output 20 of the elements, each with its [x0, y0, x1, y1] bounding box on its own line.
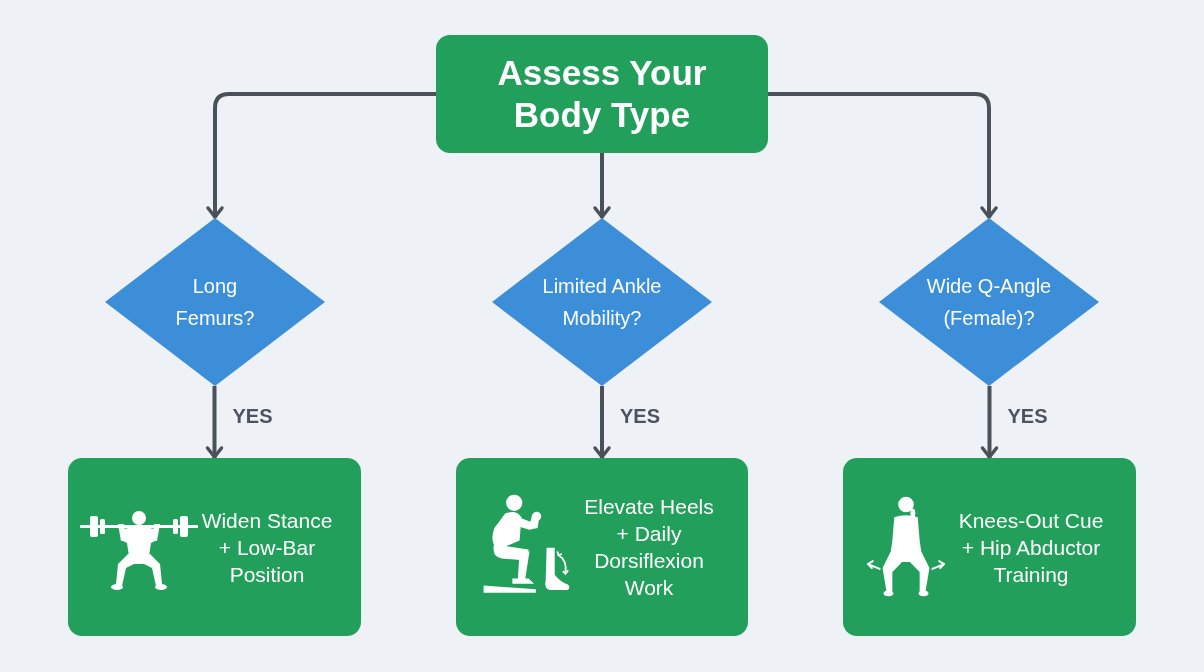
action-box	[456, 458, 748, 636]
decision-diamond	[879, 218, 1099, 386]
arrow	[593, 153, 611, 219]
action-box	[843, 458, 1136, 636]
action-box	[68, 458, 361, 636]
start-box	[436, 35, 768, 153]
arrow	[980, 386, 999, 459]
action-text: Elevate Heels + Daily Dorsiflexion Work	[583, 494, 715, 601]
decision-question: Limited Ankle Mobility?	[541, 274, 663, 331]
arrow	[768, 92, 998, 219]
decision-diamond	[105, 218, 325, 386]
box-title: Assess Your Body Type	[496, 52, 708, 136]
decision-diamond	[492, 218, 712, 386]
action-text: Widen Stance + Low-Bar Position	[200, 507, 334, 588]
action-text: Knees-Out Cue + Hip Abductor Training	[957, 507, 1105, 588]
decision-question: Wide Q-Angle (Female)?	[925, 274, 1053, 331]
decision-question: Long Femurs?	[174, 274, 256, 331]
arrow	[205, 386, 224, 459]
arrow	[206, 92, 436, 219]
arrow	[593, 386, 611, 459]
